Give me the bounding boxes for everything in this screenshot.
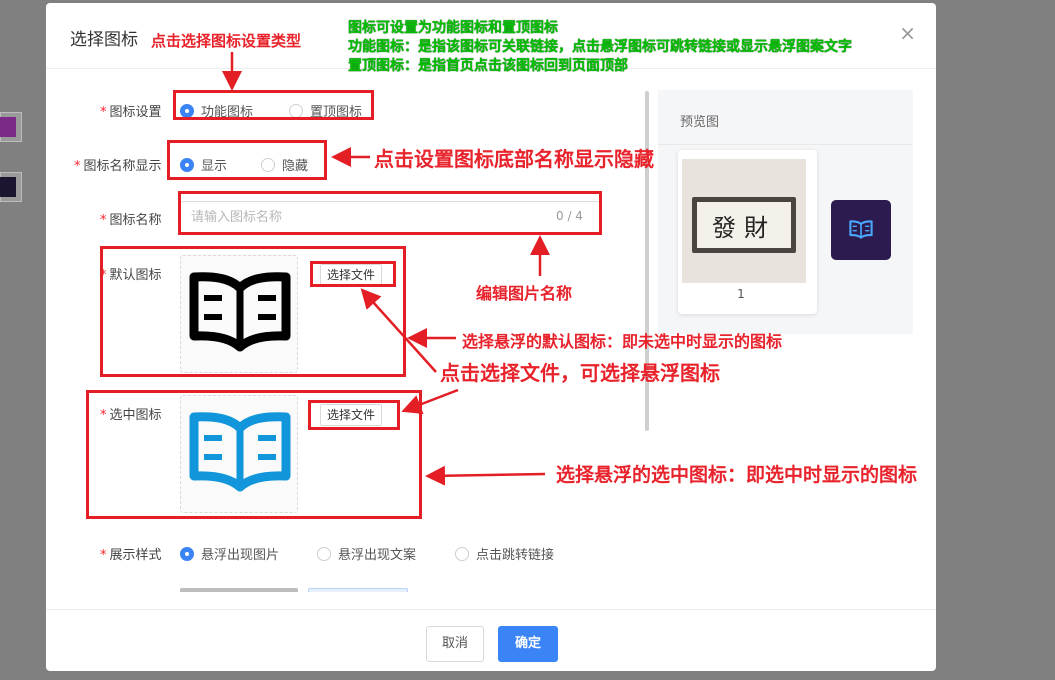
- dialog-footer: 取消 确定: [46, 609, 936, 671]
- char-counter: 0 / 4: [556, 209, 583, 223]
- image-thumbnail: [180, 588, 298, 592]
- preview-title: 预览图: [680, 115, 720, 130]
- radio-hover-image[interactable]: 悬浮出现图片: [180, 544, 279, 563]
- annotation-select-type: 点击选择图标设置类型: [151, 32, 302, 50]
- calligraphy-text: 發財: [697, 202, 791, 248]
- default-icon-upload[interactable]: [180, 255, 298, 373]
- background-color-swatch: [0, 117, 16, 137]
- icon-name-input[interactable]: [180, 201, 600, 233]
- selected-icon-label: *选中图标: [100, 408, 162, 423]
- radio-hover-text[interactable]: 悬浮出现文案: [317, 544, 416, 563]
- display-style-label: *展示样式: [100, 548, 162, 563]
- highlight-box: [308, 400, 400, 430]
- preview-panel: 预览图 發財 1: [658, 90, 913, 334]
- icon-name-label: *图标名称: [100, 213, 162, 228]
- confirm-button[interactable]: 确定: [498, 626, 558, 662]
- radio-show-name[interactable]: 显示: [180, 155, 227, 174]
- image-thumbnail: [308, 588, 408, 592]
- select-icon-dialog: 选择图标 × *图标设置 功能图标 置顶图标 *图标名称显示 显示 隐藏 *图标…: [46, 3, 936, 671]
- annotation-edit-name: 编辑图片名称: [476, 284, 573, 303]
- default-icon-choose-file-button[interactable]: 选择文件: [320, 264, 383, 286]
- cancel-button[interactable]: 取消: [426, 626, 484, 662]
- calligraphy-image: 發財: [682, 159, 806, 283]
- background-color-swatch: [0, 177, 16, 197]
- selected-icon-choose-file-button[interactable]: 选择文件: [320, 404, 383, 426]
- selected-icon-upload[interactable]: [180, 395, 298, 513]
- icon-form: *图标设置 功能图标 置顶图标 *图标名称显示 显示 隐藏 *图标名称 0 / …: [46, 70, 646, 592]
- radio-pinned-icon[interactable]: 置顶图标: [289, 101, 362, 120]
- radio-hide-name[interactable]: 隐藏: [261, 155, 308, 174]
- default-icon-label: *默认图标: [100, 268, 162, 283]
- close-icon[interactable]: ×: [899, 21, 916, 45]
- annotation-green-line-1: 图标可设置为功能图标和置顶图标: [348, 20, 558, 36]
- highlight-box: [178, 191, 602, 235]
- annotation-name-toggle: 点击设置图标底部名称显示隐藏: [374, 147, 654, 171]
- radio-click-link[interactable]: 点击跳转链接: [455, 544, 554, 563]
- scrollbar[interactable]: [645, 91, 649, 431]
- dialog-header: 选择图标 ×: [46, 3, 936, 69]
- book-icon: [189, 272, 291, 352]
- highlight-box: [310, 261, 396, 287]
- book-icon: [849, 220, 873, 239]
- book-icon: [189, 412, 291, 492]
- dialog-title: 选择图标: [70, 30, 138, 50]
- radio-function-icon[interactable]: 功能图标: [180, 101, 253, 120]
- floating-icon-button[interactable]: [831, 200, 891, 260]
- highlight-box: [100, 246, 406, 377]
- annotation-choose-file: 点击选择文件，可选择悬浮图标: [440, 361, 720, 385]
- annotation-green-line-2: 功能图标：是指该图标可关联链接，点击悬浮图标可跳转链接或显示悬浮图案文字: [348, 39, 852, 55]
- annotation-selected-hover-icon: 选择悬浮的选中图标：即选中时显示的图标: [556, 464, 918, 486]
- preview-item-number: 1: [737, 287, 745, 301]
- annotation-green-line-3: 置顶图标：是指首页点击该图标回到页面顶部: [348, 58, 628, 74]
- highlight-box: [86, 390, 422, 519]
- highlight-box: [173, 90, 374, 120]
- preview-card: 發財 1: [678, 150, 817, 314]
- annotation-default-hover-icon: 选择悬浮的默认图标：即未选中时显示的图标: [462, 332, 783, 351]
- name-display-label: *图标名称显示: [74, 159, 162, 174]
- icon-type-label: *图标设置: [100, 105, 162, 120]
- divider: [658, 144, 913, 145]
- highlight-box: [167, 140, 327, 180]
